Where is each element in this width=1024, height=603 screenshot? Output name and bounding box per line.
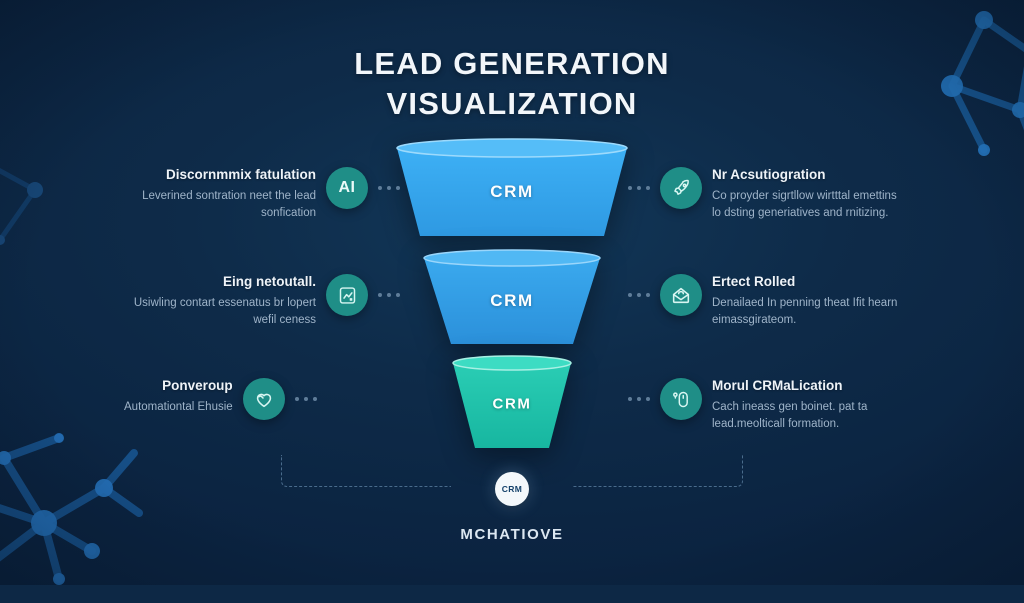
funnel-stage-1[interactable]: CRM	[394, 138, 630, 242]
right-item-1-heading: Nr Acsutiogration	[712, 167, 826, 182]
connector-line-left	[281, 455, 451, 487]
funnel-stage-1-label: CRM	[490, 182, 534, 202]
right-item-3-heading: Morul CRMaLication	[712, 378, 843, 393]
funnel-stage-2-label: CRM	[490, 291, 534, 311]
connector-dots-right-2	[618, 274, 660, 316]
document-chart-icon[interactable]	[326, 274, 368, 316]
connector-dots-left-1	[368, 167, 410, 209]
ai-badge-icon[interactable]: AI	[326, 167, 368, 209]
connector-dots-left-2	[368, 274, 410, 316]
right-item-1[interactable]: Nr Acsutiogration Co proyder sigrtllow w…	[618, 167, 904, 222]
bottom-connector: CRM	[0, 455, 1024, 515]
connector-dots-right-1	[618, 167, 660, 209]
right-item-2-heading: Ertect Rolled	[712, 274, 796, 289]
title-line-2: VISUALIZATION	[386, 85, 638, 121]
footer-brand-label: MCHATIOVE	[460, 526, 564, 543]
left-item-3-body: Automationtal Ehusie	[124, 400, 233, 413]
infographic-canvas: LEAD GENERATION VISUALIZATION CRM	[0, 0, 1024, 585]
funnel-stage-3[interactable]: CRM	[450, 354, 574, 454]
left-item-2-heading: Eing netoutall.	[223, 274, 316, 289]
funnel-stage-3-label: CRM	[492, 395, 532, 413]
connector-dots-left-3	[285, 378, 327, 420]
footer-brand: MCHATIOVE	[0, 526, 1024, 544]
envelope-icon[interactable]	[660, 274, 702, 316]
crm-hub-label: CRM	[501, 484, 523, 494]
right-item-3-body: Cach ineass gen boinet. pat ta lead.meol…	[712, 400, 868, 430]
left-item-3[interactable]: Ponveroup Automationtal Ehusie	[124, 378, 327, 420]
left-item-2[interactable]: Eing netoutall. Usiwling contart essenat…	[124, 274, 410, 329]
connector-line-right	[573, 455, 743, 487]
left-item-1[interactable]: Discornmmix fatulation Leverined sontrat…	[124, 167, 410, 222]
funnel-stage-2[interactable]: CRM	[421, 248, 603, 350]
heart-handshake-icon[interactable]	[242, 378, 285, 420]
right-item-2[interactable]: Ertect Rolled Denailaed In penning theat…	[618, 274, 904, 329]
page-title: LEAD GENERATION VISUALIZATION	[0, 44, 1024, 123]
ai-badge-label: AI	[338, 179, 356, 196]
left-item-1-body: Leverined sontration neet the lead sonfi…	[142, 189, 316, 219]
right-item-3[interactable]: Morul CRMaLication Cach ineass gen boine…	[618, 378, 904, 433]
left-item-3-heading: Ponveroup	[162, 378, 233, 393]
right-item-1-body: Co proyder sigrtllow wirtttal emettins l…	[712, 189, 897, 219]
mouse-device-icon[interactable]	[660, 378, 702, 420]
left-item-1-heading: Discornmmix fatulation	[165, 167, 316, 182]
crm-hub-badge[interactable]: CRM	[495, 472, 529, 506]
left-item-2-body: Usiwling contart essenatus br lopert wef…	[133, 296, 316, 326]
title-line-1: LEAD GENERATION	[354, 46, 670, 81]
connector-dots-right-3	[618, 378, 660, 420]
rocket-icon[interactable]	[660, 167, 702, 209]
right-item-2-body: Denailaed In penning theat Ifit hearn ei…	[712, 296, 898, 326]
